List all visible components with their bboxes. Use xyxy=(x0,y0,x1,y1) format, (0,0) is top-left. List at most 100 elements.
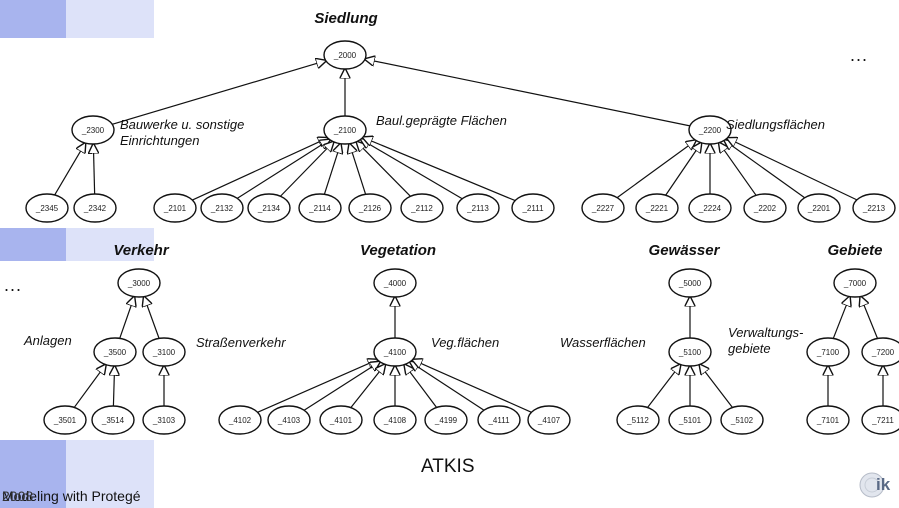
node-7211: _7211 xyxy=(861,405,899,435)
label-baul: Baul.geprägte Flächen xyxy=(376,113,507,128)
label-bauwerke: Bauwerke u. sonstige Einrichtungen xyxy=(120,117,245,148)
node-2213: _2213 xyxy=(852,193,896,223)
node-ellipse xyxy=(635,193,679,223)
node-ellipse xyxy=(117,268,161,298)
node-4000: _4000 xyxy=(373,268,417,298)
node-label: _2342 xyxy=(83,204,107,213)
node-ellipse xyxy=(323,40,367,70)
edge-n5112-n5100 xyxy=(647,364,681,408)
label-vegflaechen: Veg.flächen xyxy=(431,335,500,350)
node-label: _2111 xyxy=(521,204,544,213)
node-ellipse xyxy=(743,193,787,223)
edge-n2200-n2000 xyxy=(365,59,691,127)
node-ellipse xyxy=(477,405,521,435)
node-ellipse xyxy=(688,115,732,145)
node-ellipse xyxy=(373,337,417,367)
node-4108: _4108 xyxy=(373,405,417,435)
node-2111: _2111 xyxy=(511,193,555,223)
node-3100: _3100 xyxy=(142,337,186,367)
node-label: _2221 xyxy=(645,204,669,213)
edge-n2134-n2100 xyxy=(280,142,333,197)
node-label: _5100 xyxy=(678,348,702,357)
node-2114: _2114 xyxy=(298,193,342,223)
node-4111: _4111 xyxy=(477,405,521,435)
node-5101: _5101 xyxy=(668,405,712,435)
edge-n3501-n3500 xyxy=(73,365,106,408)
node-label: _5112 xyxy=(626,416,649,425)
node-ellipse xyxy=(153,193,197,223)
edge-n5102-n5100 xyxy=(700,364,733,408)
node-4100: _4100 xyxy=(373,337,417,367)
node-label: _3514 xyxy=(101,416,125,425)
node-label: _5101 xyxy=(678,416,702,425)
node-ellipse xyxy=(688,193,732,223)
node-2126: _2126 xyxy=(348,193,392,223)
node-label: _2000 xyxy=(333,51,357,60)
node-3103: _3103 xyxy=(142,405,186,435)
edge-n2202-n2200 xyxy=(719,143,757,196)
node-label: _4102 xyxy=(228,416,252,425)
edge-n4107-n4100 xyxy=(413,360,532,413)
deco-block xyxy=(0,440,66,508)
edge-n3100-n3000 xyxy=(144,297,160,339)
node-7000: _7000 xyxy=(833,268,877,298)
node-label: _2126 xyxy=(358,204,382,213)
node-label: _2132 xyxy=(210,204,234,213)
edge-n2345-n2300 xyxy=(54,143,86,196)
edge-n2112-n2100 xyxy=(357,142,411,197)
node-ellipse xyxy=(373,268,417,298)
node-ellipse xyxy=(861,337,899,367)
deco-block xyxy=(66,0,154,38)
node-ellipse xyxy=(247,193,291,223)
edge-n7100-n7000 xyxy=(832,297,849,339)
node-label: _3100 xyxy=(152,348,176,357)
edges-layer xyxy=(54,59,883,413)
node-label: _3500 xyxy=(103,348,127,357)
node-5112: _5112 xyxy=(616,405,660,435)
node-ellipse xyxy=(298,193,342,223)
edge-n2201-n2200 xyxy=(724,140,806,199)
node-2113: _2113 xyxy=(456,193,500,223)
node-2132: _2132 xyxy=(200,193,244,223)
edge-n3500-n3000 xyxy=(119,297,135,339)
node-ellipse xyxy=(200,193,244,223)
node-label: _5102 xyxy=(730,416,754,425)
node-ellipse xyxy=(43,405,87,435)
node-2000: _2000 xyxy=(323,40,367,70)
node-ellipse xyxy=(25,193,69,223)
node-ellipse xyxy=(73,193,117,223)
node-ellipse xyxy=(527,405,571,435)
footer-left: 2008 Modeling with Protegé xyxy=(2,488,141,504)
node-ellipse xyxy=(323,115,367,145)
node-label: _2134 xyxy=(257,204,281,213)
node-5100: _5100 xyxy=(668,337,712,367)
node-ellipse xyxy=(91,405,135,435)
node-ellipse xyxy=(373,405,417,435)
node-label: _4100 xyxy=(383,348,407,357)
node-label: _4103 xyxy=(277,416,301,425)
node-ellipse xyxy=(511,193,555,223)
node-label: _2224 xyxy=(698,204,722,213)
deco-block xyxy=(0,228,66,261)
edge-n4103-n4100 xyxy=(303,362,380,411)
node-label: _2113 xyxy=(466,204,489,213)
ellipsis-top: ... xyxy=(850,45,869,65)
node-label: _3000 xyxy=(127,279,151,288)
label-siedlungsflaechen: Siedlungsflächen xyxy=(726,117,826,132)
node-label: _4111 xyxy=(487,416,510,425)
node-2224: _2224 xyxy=(688,193,732,223)
edge-n2114-n2100 xyxy=(323,144,340,195)
edge-n3514-n3500 xyxy=(113,366,114,407)
edge-n2227-n2200 xyxy=(616,140,696,199)
label-verwaltungsgebiete: Verwaltungs-gebiete xyxy=(728,325,804,356)
node-ellipse xyxy=(806,337,850,367)
node-label: _4101 xyxy=(329,416,353,425)
node-label: _2227 xyxy=(591,204,615,213)
node-2300: _2300 xyxy=(71,115,115,145)
node-label: _4199 xyxy=(434,416,458,425)
edge-n2101-n2100 xyxy=(192,138,327,201)
node-4199: _4199 xyxy=(424,405,468,435)
node-label: _4107 xyxy=(537,416,561,425)
ellipsis-left: ... xyxy=(4,275,23,295)
nodes-layer: _2000_2300_2100_2200_2345_2342_2101_2132… xyxy=(25,40,899,435)
